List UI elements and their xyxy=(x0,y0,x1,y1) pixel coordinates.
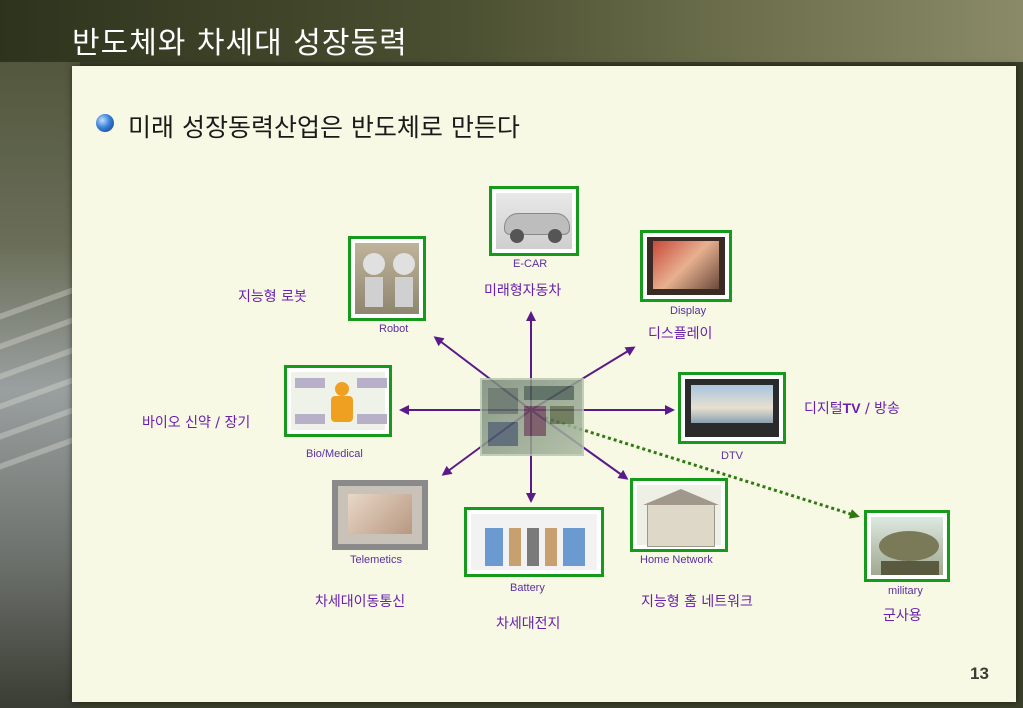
dtv-en-label: DTV xyxy=(721,450,743,462)
battery-ko-label: 차세대전지 xyxy=(496,616,561,632)
dtv-ko-label: 디지털TV / 방송 xyxy=(804,398,900,418)
display-image xyxy=(640,230,732,302)
slide-title: 반도체와 차세대 성장동력 xyxy=(72,26,408,61)
battery-image xyxy=(464,507,604,577)
robot-image xyxy=(348,236,426,321)
dtv-ko-bold: TV xyxy=(842,400,861,416)
semiconductor-chip-image xyxy=(480,378,584,456)
title-bar xyxy=(0,0,1023,62)
military-image xyxy=(864,510,950,582)
page-number: 13 xyxy=(970,664,989,683)
display-en-label: Display xyxy=(670,305,707,317)
background-left-decoration xyxy=(0,0,80,708)
telematics-en-label: Telemetics xyxy=(350,554,402,566)
military-en-label: military xyxy=(888,585,923,597)
bullet-icon xyxy=(96,114,114,132)
arrow-military xyxy=(544,416,860,519)
robot-ko-label: 지능형 로봇 xyxy=(238,289,307,305)
home-network-image xyxy=(630,478,728,552)
dtv-image xyxy=(678,372,786,444)
bullet-text: 미래 성장동력산업은 반도체로 만든다 xyxy=(128,113,520,142)
battery-en-label: Battery xyxy=(510,582,545,594)
telematics-image xyxy=(332,480,428,550)
ecar-ko-label: 미래형자동차 xyxy=(484,283,562,299)
robot-en-label: Robot xyxy=(379,323,409,335)
home-ko-label: 지능형 홈 네트워크 xyxy=(641,594,753,610)
ecar-image xyxy=(489,186,579,256)
telematics-ko-label: 차세대이동통신 xyxy=(315,594,406,610)
home-en-label: Home Network xyxy=(640,554,713,566)
bio-en-label: Bio/Medical xyxy=(306,448,363,460)
display-ko-label: 디스플레이 xyxy=(648,326,713,342)
dtv-ko-suffix: / 방송 xyxy=(860,401,900,417)
dtv-ko-prefix: 디지털 xyxy=(804,401,843,417)
ecar-en-label: E-CAR xyxy=(513,258,548,270)
bio-medical-image xyxy=(284,365,392,437)
military-ko-label: 군사용 xyxy=(883,608,922,624)
bio-ko-label: 바이오 신약 / 장기 xyxy=(142,415,251,431)
